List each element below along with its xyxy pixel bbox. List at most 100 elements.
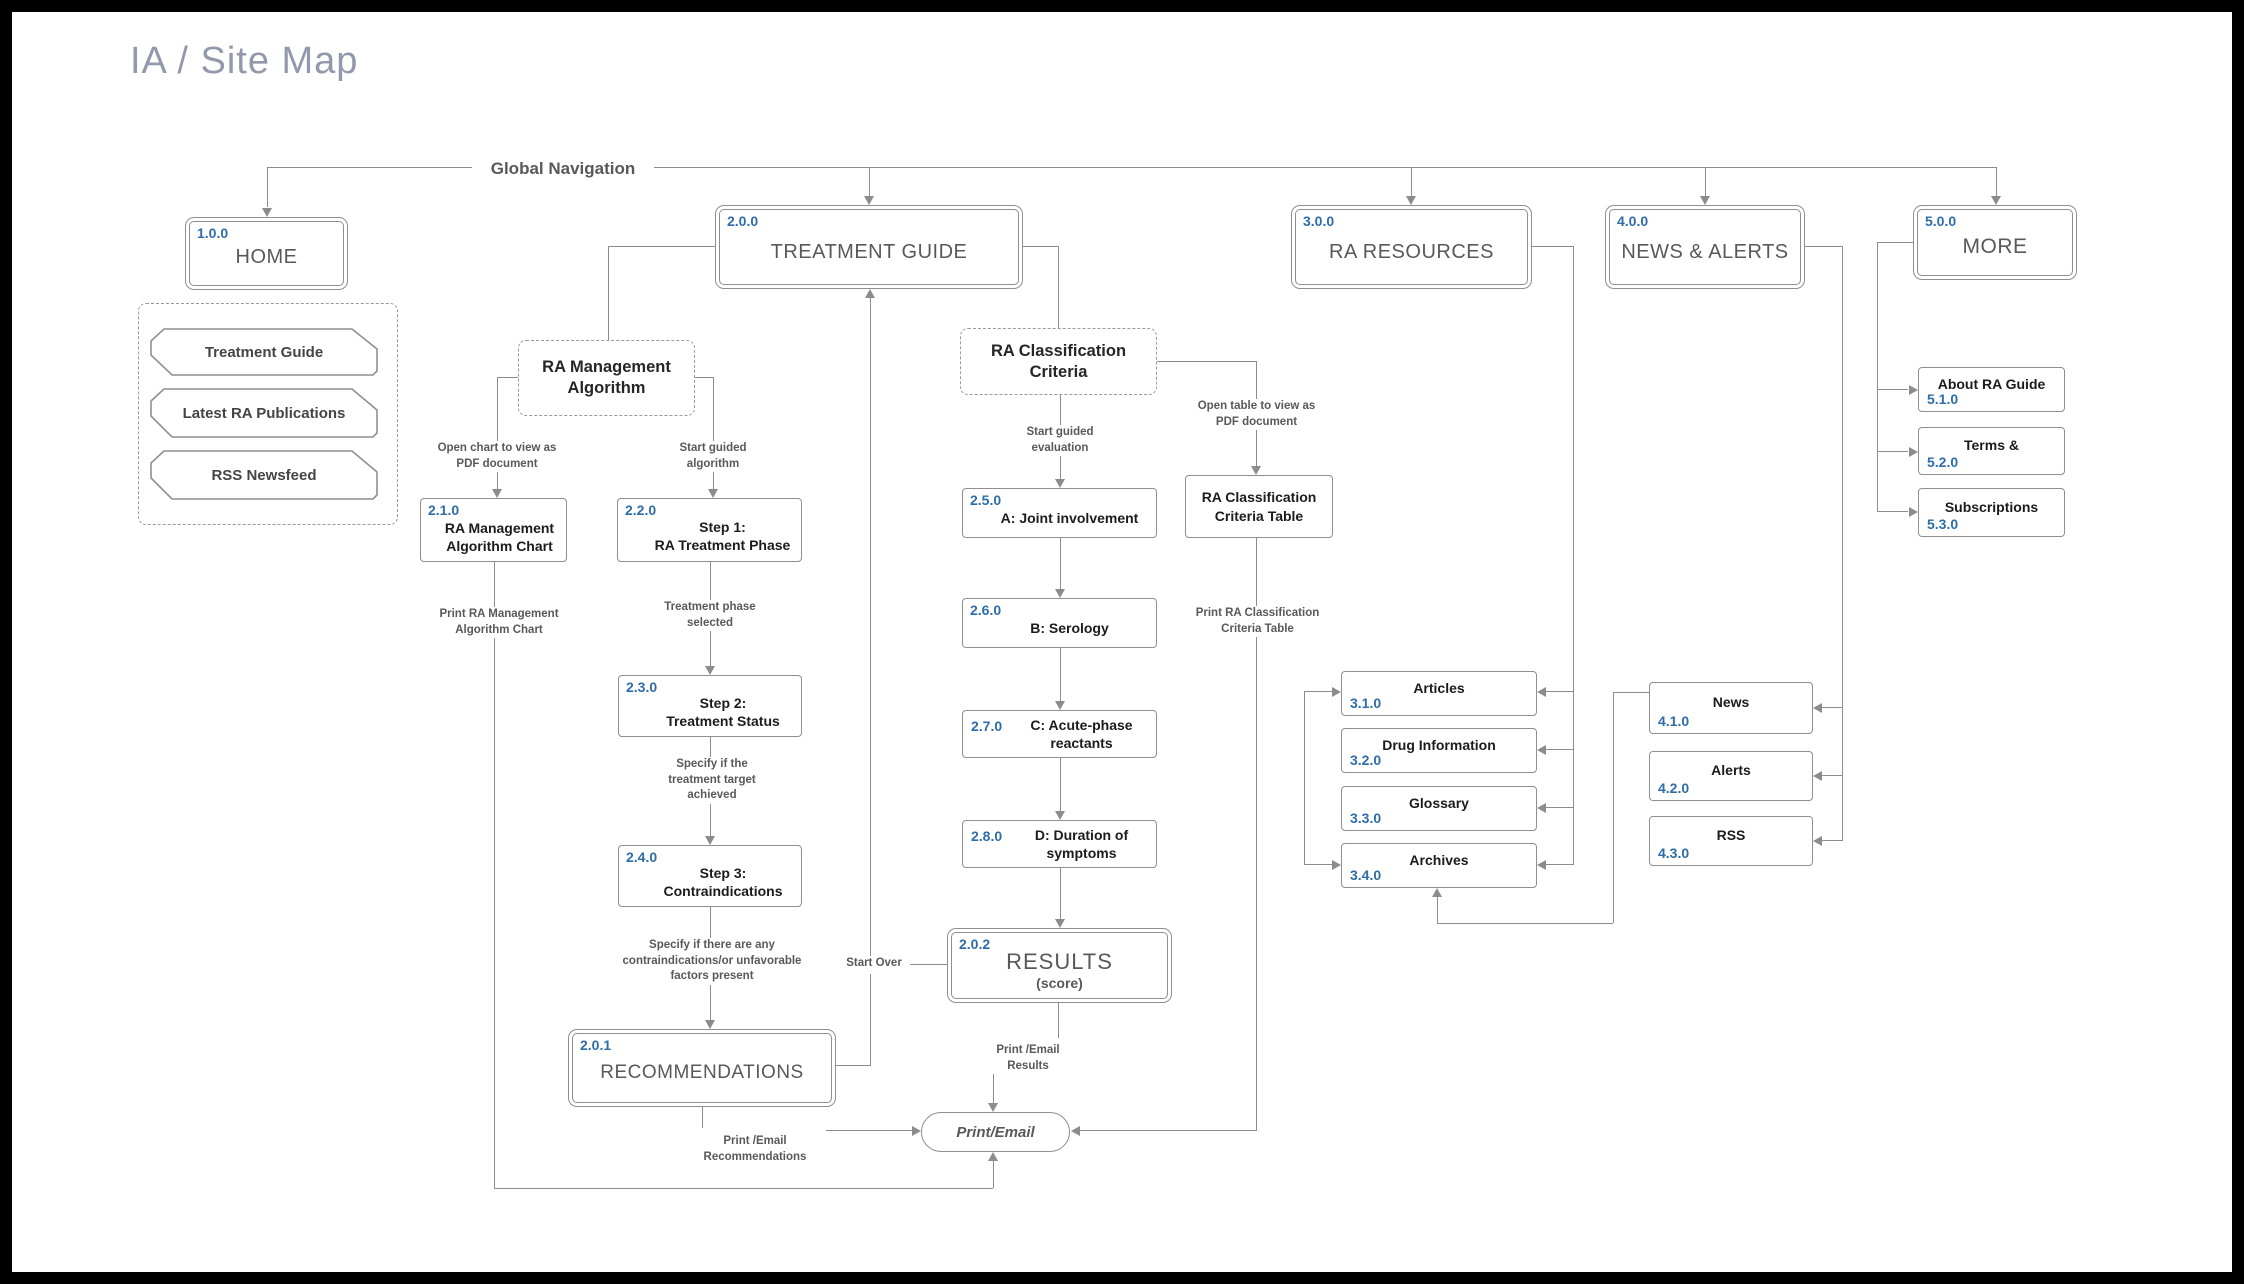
node-ra-resources-number: 3.0.0: [1303, 213, 1335, 229]
quicklink-latest-ra-publications: Latest RA Publications: [150, 388, 378, 438]
connector: [1877, 242, 1913, 243]
connector: [1545, 864, 1573, 865]
connector: [1545, 749, 1573, 750]
node-label: News: [1712, 694, 1750, 710]
node-3-3-0-glossary: 3.3.0 Glossary: [1341, 786, 1537, 831]
node-label-line2: Criteria Table: [1214, 507, 1304, 524]
connector: [608, 246, 609, 340]
connector: [494, 562, 495, 1188]
node-4-1-0-news: 4.1.0 News: [1649, 682, 1813, 734]
node-number: 2.1.0: [428, 502, 460, 518]
connector: [497, 377, 518, 378]
quicklink-rss-newsfeed: RSS Newsfeed: [150, 450, 378, 500]
node-2-2-0-step1: 2.2.0 Step 1: RA Treatment Phase: [617, 498, 802, 562]
node-2-3-0-step2: 2.3.0 Step 2: Treatment Status: [618, 675, 802, 737]
node-number: 3.1.0: [1350, 695, 1382, 711]
node-label: Glossary: [1409, 794, 1469, 811]
connector: [1573, 246, 1574, 865]
node-criteria-table: RA Classification Criteria Table: [1185, 475, 1333, 538]
connector: [608, 246, 715, 247]
quicklink-label: RSS Newsfeed: [211, 466, 317, 484]
arrowhead: [1537, 687, 1546, 697]
node-3-4-0-archives: 3.4.0 Archives: [1341, 843, 1537, 888]
connector: [1877, 511, 1908, 512]
connector: [870, 298, 871, 1066]
node-treatment-guide-number: 2.0.0: [727, 213, 759, 229]
node-number: 4.1.0: [1658, 713, 1690, 729]
annotation-print-table: Print RA Classification Criteria Table: [1190, 606, 1325, 638]
connector: [1304, 691, 1305, 865]
arrowhead: [865, 289, 875, 298]
connector: [1060, 538, 1061, 590]
annotation-print-email-recommendations: Print /Email Recommendations: [690, 1134, 820, 1166]
node-number: 5.3.0: [1927, 516, 1959, 532]
connector: [695, 377, 713, 378]
connector: [1157, 361, 1256, 362]
arrowhead: [988, 1152, 998, 1161]
node-2-8-0-duration: 2.8.0 D: Duration of symptoms: [962, 820, 1157, 868]
connector: [1821, 775, 1842, 776]
node-label: RESULTS: [1006, 948, 1113, 974]
node-number: 5.2.0: [1927, 454, 1959, 470]
arrowhead: [1813, 703, 1822, 713]
connector: [1058, 1003, 1059, 1038]
arrowhead: [708, 489, 718, 498]
connector: [702, 1107, 703, 1128]
node-2-4-0-step3: 2.4.0 Step 3: Contraindications: [618, 845, 802, 907]
arrowhead: [1813, 771, 1822, 781]
node-3-2-0-drug-information: 3.2.0 Drug Information: [1341, 728, 1537, 773]
node-number: 2.0.2: [959, 936, 991, 952]
connector: [1877, 451, 1908, 452]
arrowhead: [1991, 196, 2001, 205]
annotation-open-table: Open table to view as PDF document: [1194, 399, 1319, 431]
global-navigation-label: Global Navigation: [472, 155, 654, 183]
connector: [869, 167, 870, 197]
connector: [993, 1072, 994, 1104]
node-ra-resources: 3.0.0 RA RESOURCES: [1291, 205, 1532, 289]
node-home-label: HOME: [235, 246, 298, 268]
connector: [1532, 246, 1573, 247]
node-number: 3.4.0: [1350, 867, 1382, 883]
node-treatment-guide-label: TREATMENT GUIDE: [770, 240, 968, 263]
arrowhead: [988, 1103, 998, 1112]
connector: [836, 1065, 870, 1066]
quicklink-label: Treatment Guide: [204, 343, 324, 361]
connector: [1821, 707, 1842, 708]
node-2-0-2-results: 2.0.2 RESULTS (score): [947, 928, 1172, 1003]
node-label: Drug Information: [1382, 736, 1496, 753]
connector: [1304, 691, 1332, 692]
connector: [1545, 807, 1573, 808]
connector: [1805, 246, 1842, 247]
plaque-shape: [150, 388, 378, 438]
arrowhead: [1537, 745, 1546, 755]
node-more-number: 5.0.0: [1925, 213, 1957, 229]
arrowhead: [1813, 836, 1822, 846]
arrowhead: [1055, 479, 1065, 488]
arrowhead: [1537, 803, 1546, 813]
connector: [1821, 840, 1842, 841]
node-label: A: Joint involvement: [1000, 509, 1139, 526]
node-label-line1: Step 3:: [699, 864, 747, 881]
node-label-line2: reactants: [1050, 735, 1113, 751]
node-label-line2: RA Treatment Phase: [654, 537, 791, 553]
arrowhead: [1055, 919, 1065, 928]
node-number: 2.3.0: [626, 679, 658, 695]
arrowhead: [1537, 860, 1546, 870]
connector-trunk: [267, 167, 1996, 168]
node-news-alerts: 4.0.0 NEWS & ALERTS: [1605, 205, 1805, 289]
node-print-email: Print/Email: [921, 1112, 1070, 1152]
arrowhead: [1909, 385, 1918, 395]
arrowhead: [1332, 860, 1341, 870]
arrowhead: [1406, 196, 1416, 205]
node-4-2-0-alerts: 4.2.0 Alerts: [1649, 751, 1813, 801]
arrowhead: [1055, 701, 1065, 710]
node-label-line1: C: Acute-phase: [1030, 716, 1133, 733]
node-label: B: Serology: [1030, 619, 1109, 636]
node-label: About RA Guide: [1937, 375, 2046, 392]
node-number: 3.2.0: [1350, 752, 1382, 768]
connector: [1060, 868, 1061, 920]
node-5-3-0-subscriptions: 5.3.0 Subscriptions: [1918, 488, 2065, 537]
node-home-number: 1.0.0: [197, 225, 229, 241]
arrowhead: [262, 208, 272, 217]
